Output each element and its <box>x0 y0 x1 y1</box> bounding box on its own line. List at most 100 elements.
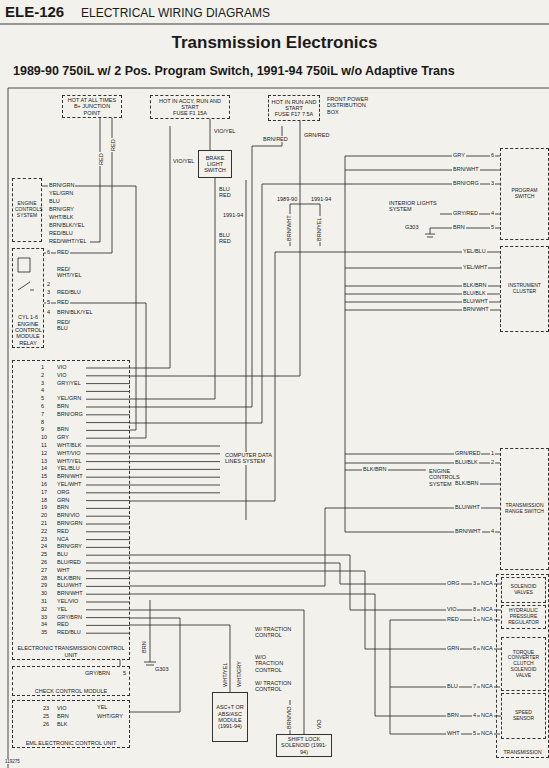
wire-connector <box>44 303 146 438</box>
wire <box>86 516 130 517</box>
pin-number: 7 <box>40 411 45 417</box>
pin-number: 22 <box>40 528 48 534</box>
wire-label: BRN/ORG <box>452 180 480 186</box>
wire-label: RED <box>446 616 460 622</box>
wire <box>86 570 130 571</box>
wire-label: BRN/BLK/YEL <box>48 222 85 228</box>
wire <box>8 88 549 768</box>
wire-label: BRN <box>56 504 70 510</box>
wire-label: YEL/VIO <box>56 598 79 604</box>
wire <box>86 383 130 384</box>
valve-box: TORQUE CONVERTER CLUTCH SOLENOID VALVE <box>501 637 546 691</box>
node-label: TRANSMISSION RANGE SWITCH <box>503 503 546 515</box>
wire <box>86 469 220 470</box>
pin-number: 3 <box>472 580 477 586</box>
control-module: ASC+T OR ABS/ASC MODULE (1991-94) <box>212 692 248 742</box>
pin-number: 25 <box>42 713 50 719</box>
pin-number: 1 <box>40 364 45 370</box>
wire-label: WHT/BLK <box>48 214 74 220</box>
wire <box>390 620 391 734</box>
wire-label: BRN/ORG <box>56 411 84 417</box>
wire <box>86 563 130 564</box>
wire-label: BLU/WHT <box>454 504 481 510</box>
wire <box>86 633 130 634</box>
wire-label: BRN <box>141 640 147 654</box>
control-module: CHECK CONTROL MODULE <box>12 666 130 696</box>
wire-label: GRN <box>446 645 460 651</box>
wire-label: VIO <box>56 364 67 370</box>
wire <box>478 484 500 485</box>
node-label: HOT IN ACCY, RUN AND START <box>153 98 227 111</box>
wire-label: BRN/WHT <box>462 306 490 312</box>
solenoid-box: SHIFT LOCK SOLENOID (1991-94) <box>276 734 332 757</box>
wire <box>144 662 156 663</box>
wire-label: YEL/BLU <box>462 248 487 254</box>
wire-label: VIO <box>56 705 67 711</box>
wire <box>345 156 346 532</box>
option-note: W/O TRACTION CONTROL <box>254 654 296 673</box>
wire <box>150 600 151 662</box>
pin-number: 15 <box>40 473 48 479</box>
pin-number: 2 <box>490 459 495 465</box>
wire <box>86 375 130 376</box>
wire-label: BRN/VIO <box>286 705 292 730</box>
wire <box>427 237 433 238</box>
pin-number: 7 <box>472 683 477 689</box>
wire <box>146 665 154 666</box>
pin-number: 3 <box>46 289 51 295</box>
wire-label: BRN <box>56 713 70 719</box>
pin-number: 12 <box>40 450 48 456</box>
pin-number: 6 <box>40 403 45 409</box>
wire-connector <box>210 119 211 150</box>
relay-box: CYL 1-6 ENGINE CONTROL MODULE RELAY <box>12 248 44 348</box>
wire-label: BRN/RED <box>262 136 289 142</box>
pin-number: 1 <box>490 450 495 456</box>
node-label: SPEED SENSOR <box>504 710 543 722</box>
pin-number: 8 <box>40 419 45 425</box>
wire-connector <box>130 508 500 586</box>
wire-label: NCA <box>480 606 494 612</box>
wire <box>86 414 130 415</box>
wire-label: GRY <box>56 434 70 440</box>
pin-number: 8 <box>472 606 477 612</box>
wire-connector <box>44 118 112 253</box>
pin-number: 27 <box>40 567 48 573</box>
valve-box: SOLENOID VALVES <box>501 577 546 603</box>
wire-label: 1991-94 <box>222 212 244 218</box>
wire-label: BRN <box>56 426 70 432</box>
pin-number: 29 <box>40 582 48 588</box>
wire <box>425 234 435 235</box>
pin-number: 4 <box>40 387 45 393</box>
pin-number: 5 <box>40 395 45 401</box>
header-rule <box>0 23 549 25</box>
instrument-box: INSTRUMENT CLUSTER <box>500 246 549 332</box>
wire-label: BLU/WHT <box>56 582 83 588</box>
wire-label: GRY/YEL <box>56 380 82 386</box>
wire-connector <box>130 252 500 501</box>
wire-label: WHT/BLK <box>56 442 82 448</box>
wire-label: YEL/WHT <box>56 481 82 487</box>
wire-label: ORG <box>56 489 71 495</box>
wire-label: BLU <box>446 683 459 689</box>
wire-label: NCA <box>480 730 494 736</box>
wire-label: G303 <box>154 666 169 672</box>
wire-label: BRN <box>56 403 70 409</box>
wire-label: NCA <box>480 645 494 651</box>
node-label: SOLENOID VALVES <box>504 584 543 596</box>
wire-connector <box>130 178 215 399</box>
wire <box>86 500 130 501</box>
pin-number: 26 <box>42 721 50 727</box>
wire-label: BLU <box>56 551 69 557</box>
pin-number: 3 <box>490 180 495 186</box>
system-note: INTERIOR LIGHTS SYSTEM <box>388 200 440 213</box>
pin-number: 34 <box>40 621 48 627</box>
pin-number: 5 <box>472 730 477 736</box>
wire-label: RED <box>110 138 116 152</box>
wire <box>86 477 220 478</box>
box-note: FRONT POWER DISTRIBUTION BOX <box>326 96 372 115</box>
wire <box>30 290 34 291</box>
wire-label: WHT/GRY <box>236 660 242 688</box>
pin-number: 19 <box>40 504 48 510</box>
wire-label: G303 <box>404 224 419 230</box>
wire-label: BLU/RED <box>56 559 82 565</box>
